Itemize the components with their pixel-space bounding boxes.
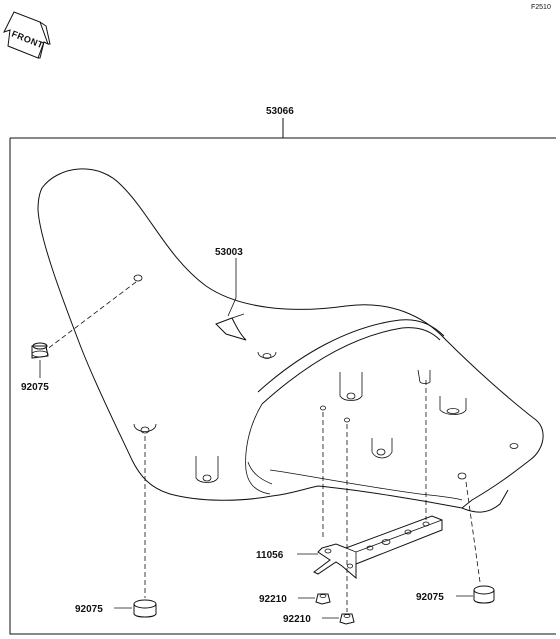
label-11056: 11056	[256, 550, 284, 561]
front-arrow-icon: FRONT	[3, 11, 51, 59]
label-92075-left: 92075	[21, 382, 49, 393]
damper-92075-left	[31, 342, 49, 359]
figure-code: F2510	[531, 4, 551, 11]
label-53003: 53003	[215, 247, 243, 258]
seat	[37, 168, 544, 513]
front-arrow-label: FRONT	[10, 29, 45, 51]
nut-92210-lower	[339, 613, 355, 625]
label-53066: 53066	[266, 106, 294, 117]
damper-92075-right	[473, 585, 495, 604]
label-92210-upper: 92210	[259, 594, 287, 605]
leader-53003	[227, 258, 237, 317]
bracket-11056	[313, 515, 443, 580]
label-92210-lower: 92210	[283, 614, 311, 625]
label-92075-bottom-left: 92075	[75, 604, 103, 615]
label-92075-right: 92075	[416, 592, 444, 603]
damper-92075-bottom-left	[133, 599, 157, 618]
nut-92210-upper	[315, 593, 331, 605]
center-lines	[45, 281, 481, 612]
